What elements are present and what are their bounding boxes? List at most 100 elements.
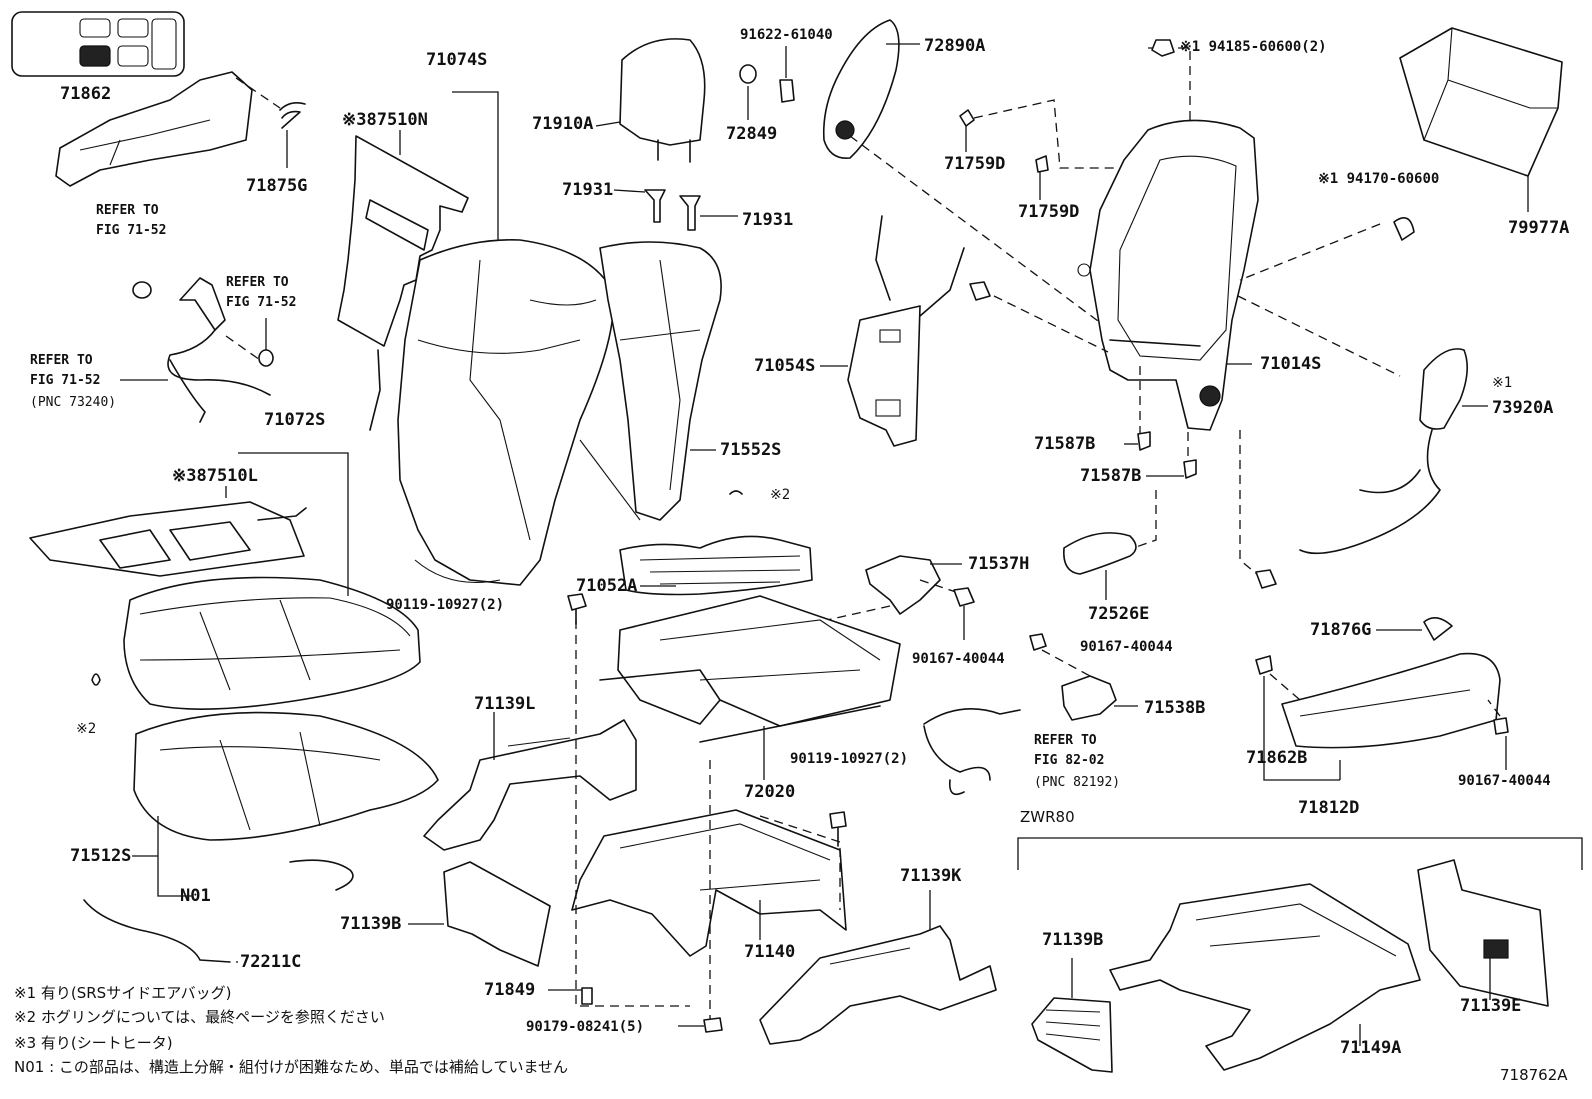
- part-71052A-springs: [619, 535, 813, 596]
- label-71849: 71849: [484, 980, 536, 1000]
- label-71140: 71140: [744, 942, 796, 962]
- label-71052A: 71052A: [576, 576, 638, 596]
- label-71139B-b: 71139B: [1042, 930, 1104, 950]
- label-hog-ring-a: ※2: [770, 487, 791, 503]
- label-90119-10927-a: 90119-10927(2): [386, 597, 505, 613]
- label-91622-61040: 91622-61040: [740, 27, 833, 43]
- label-87510L: ※387510L: [172, 466, 258, 486]
- refer-71-52-a-line1: REFER TO: [96, 203, 159, 218]
- label-71139L: 71139L: [474, 694, 536, 714]
- part-71149A-frame: [1109, 883, 1421, 1071]
- zwr80-bracket: [1017, 837, 1583, 870]
- part-71072S-cushion-cover: [123, 452, 421, 710]
- part-71139K-cover: [759, 890, 997, 1045]
- part-71862B-side-cover: [1255, 617, 1509, 781]
- label-72211C: 72211C: [240, 952, 302, 972]
- refer-82-02-line2: FIG 82-02: [1034, 753, 1105, 768]
- label-71512S: 71512S: [70, 846, 132, 866]
- label-71876G: 71876G: [1310, 620, 1372, 640]
- label-71931-a: 71931: [562, 180, 614, 200]
- label-71139B-a: 71139B: [340, 914, 402, 934]
- figure-id: 718762A: [1500, 1066, 1568, 1084]
- hog-ring-icons: [91, 490, 743, 686]
- part-71538B-bracket: [1029, 633, 1138, 721]
- bolts-lower: [548, 593, 847, 1033]
- seat-switch-panel: [11, 11, 185, 77]
- label-72020: 72020: [744, 782, 796, 802]
- part-71139B-cover: [408, 861, 551, 967]
- label-71759D-a: 71759D: [944, 154, 1006, 174]
- part-71139B-grille: [1031, 958, 1113, 1073]
- part-71759D-clips: [959, 99, 1150, 200]
- label-71587B-a: 71587B: [1034, 434, 1096, 454]
- part-71552S-seatback-pad: [579, 241, 722, 521]
- footnote-3: ※3 有り(シートヒータ): [14, 1034, 173, 1052]
- label-71139E: 71139E: [1460, 996, 1522, 1016]
- label-90167-40044-c: 90167-40044: [1458, 773, 1551, 789]
- label-71139K: 71139K: [900, 866, 962, 886]
- part-72890A-side-airbag: [822, 19, 1111, 331]
- label-71587B-b: 71587B: [1080, 466, 1142, 486]
- label-73920A: 73920A: [1492, 398, 1554, 418]
- part-72020-seat-track: [599, 595, 901, 780]
- part-71910A-headrest: [595, 38, 706, 163]
- label-90167-40044-a: 90167-40044: [912, 651, 1005, 667]
- label-71759D-b: 71759D: [1018, 202, 1080, 222]
- footnote-2: ※2 ホグリングについては、最終ページを参照ください: [14, 1008, 385, 1026]
- part-71139E-cover: [1417, 859, 1549, 1007]
- part-72211C-wire: [83, 859, 354, 963]
- part-71074S-seatback-cover: [397, 91, 615, 586]
- refer-71-52-c-line3: (PNC 73240): [30, 395, 117, 410]
- part-71054S-lumbar-bracket: [820, 215, 965, 447]
- part-71862-side-cover: [55, 71, 281, 187]
- refer-71-52-a-line2: FIG 71-52: [96, 223, 167, 238]
- label-71537H: 71537H: [968, 554, 1030, 574]
- label-72849: 72849: [726, 124, 778, 144]
- footnote-1: ※1 有り(SRSサイドエアバッグ): [14, 984, 232, 1002]
- refer-71-52-b-line1: REFER TO: [226, 275, 289, 290]
- fasteners-seatback: [969, 39, 1415, 589]
- label-90167-40044-b: 90167-40044: [1080, 639, 1173, 655]
- part-72849-button: [739, 46, 795, 120]
- label-hog-ring-b: ※2: [76, 721, 97, 737]
- part-71512S-cushion-pad: [132, 711, 439, 897]
- label-73920A-mark: ※1: [1492, 375, 1513, 391]
- refer-82-02-line3: (PNC 82192): [1034, 775, 1121, 790]
- part-71014S-seatback-frame: [993, 47, 1401, 581]
- label-71552S: 71552S: [720, 440, 782, 460]
- label-94185-60600: ※1 94185-60600(2): [1180, 39, 1327, 55]
- label-71149A: 71149A: [1340, 1038, 1402, 1058]
- label-71812D: 71812D: [1298, 798, 1360, 818]
- footnote-n01: N01 : この部品は、構造上分解・組付けが困難なため、単品では補給していません: [14, 1058, 569, 1076]
- part-87510L-cushion-heater: [29, 486, 307, 577]
- label-71862: 71862: [60, 84, 112, 104]
- refer-71-52-c-line1: REFER TO: [30, 353, 93, 368]
- label-71072S: 71072S: [264, 410, 326, 430]
- label-79977A: 79977A: [1508, 218, 1570, 238]
- part-71587B-brackets: [1124, 431, 1197, 479]
- label-94170-60600: ※1 94170-60600: [1318, 171, 1440, 187]
- label-87510N: ※387510N: [342, 110, 428, 130]
- label-72890A: 72890A: [924, 36, 986, 56]
- part-belt-buckle-wire: [120, 277, 274, 423]
- label-71538B: 71538B: [1144, 698, 1206, 718]
- harness-refer-82-02: [923, 708, 1021, 796]
- label-90179-08241: 90179-08241(5): [526, 1019, 645, 1035]
- label-71875G: 71875G: [246, 176, 308, 196]
- refer-71-52-c-line2: FIG 71-52: [30, 373, 101, 388]
- part-71140-lower-frame: [571, 620, 847, 1022]
- label-71910A: 71910A: [532, 114, 594, 134]
- label-90119-10927-b: 90119-10927(2): [790, 751, 909, 767]
- label-72526E: 72526E: [1088, 604, 1150, 624]
- part-73920A-side-airbag-module: [1299, 348, 1488, 555]
- label-71014S: 71014S: [1260, 354, 1322, 374]
- part-71931-guides: [613, 189, 738, 231]
- part-79977A-pad: [1399, 27, 1563, 212]
- label-71074S: 71074S: [426, 50, 488, 70]
- part-71875G-clip: [279, 102, 306, 168]
- part-87510N-seatback-heater: [337, 130, 469, 431]
- part-71139L-track-cover: [423, 712, 637, 851]
- label-71054S: 71054S: [754, 356, 816, 376]
